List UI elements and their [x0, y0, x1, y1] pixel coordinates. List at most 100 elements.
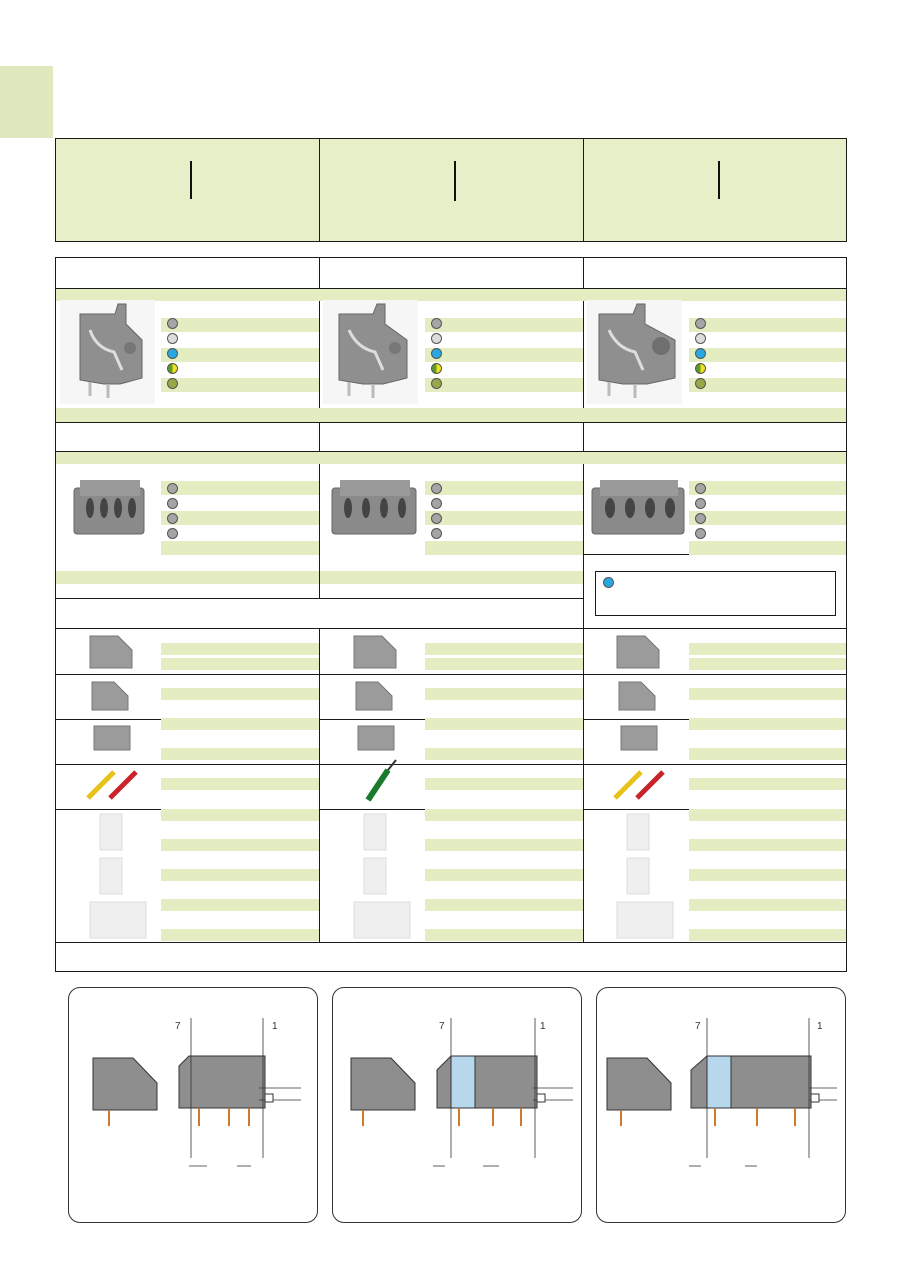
product-images	[60, 300, 685, 535]
column-divider	[319, 628, 320, 942]
value-row	[161, 809, 319, 821]
diagram-label-right: 1	[817, 1021, 823, 1032]
value-row	[425, 869, 583, 881]
value-row	[425, 929, 583, 941]
column-divider	[319, 258, 320, 598]
terminal-block-icon	[323, 300, 418, 404]
column-divider	[583, 628, 584, 942]
header-divider-mark	[454, 161, 456, 201]
lightgray-color-dot-icon	[167, 333, 178, 344]
value-row	[689, 643, 846, 655]
row-divider	[56, 764, 846, 765]
header-column-3	[584, 139, 846, 241]
terminal-block-icon	[60, 300, 155, 404]
gray-color-dot-icon	[167, 528, 178, 539]
product-table	[55, 257, 847, 972]
value-row	[689, 839, 846, 851]
gray-color-dot-icon	[431, 318, 442, 329]
color-note-box	[595, 571, 836, 616]
row-divider	[56, 288, 846, 289]
lightgray-color-dot-icon	[431, 333, 442, 344]
marker-strip-icon	[620, 725, 658, 751]
section-band	[56, 289, 846, 301]
dimension-drawing	[350, 1018, 573, 1167]
multi-pole-block-icon	[591, 480, 685, 535]
row-divider	[56, 674, 846, 675]
value-row	[161, 718, 319, 730]
value-row	[425, 718, 583, 730]
gray-color-dot-icon	[431, 483, 442, 494]
value-row	[689, 378, 846, 392]
value-row	[425, 688, 583, 700]
test-plug-icon	[86, 770, 116, 800]
gray-color-dot-icon	[695, 513, 706, 524]
diagram-label-right: 1	[272, 1021, 278, 1032]
gray-color-dot-icon	[167, 513, 178, 524]
gray-color-dot-icon	[431, 513, 442, 524]
comb-jumper-icon	[626, 857, 650, 895]
value-row	[161, 748, 319, 760]
value-row	[689, 688, 846, 700]
comb-jumper-icon	[363, 813, 387, 851]
gray-color-dot-icon	[431, 498, 442, 509]
row-divider	[56, 451, 846, 452]
value-row	[161, 869, 319, 881]
screwdriver-icon	[365, 768, 391, 802]
terminal-block-icon	[587, 300, 682, 404]
jumper-bar-icon	[355, 681, 393, 711]
row-divider	[56, 422, 846, 423]
value-row	[161, 658, 319, 670]
value-row	[689, 748, 846, 760]
header-column-1	[56, 139, 320, 241]
row-divider	[56, 598, 583, 599]
value-row	[425, 511, 583, 525]
blue-dot-icon	[603, 577, 614, 588]
multi-pole-block-icon	[331, 480, 417, 535]
jumper-bar-icon	[91, 681, 129, 711]
header-column-2	[320, 139, 584, 241]
diagram-label-right: 1	[540, 1021, 546, 1032]
yellowgreen-color-dot-icon	[695, 363, 706, 374]
yellowgreen-color-dot-icon	[167, 363, 178, 374]
value-row	[161, 318, 319, 332]
value-row	[425, 378, 583, 392]
olive-color-dot-icon	[695, 378, 706, 389]
value-row	[425, 643, 583, 655]
end-plate-icon	[616, 635, 660, 669]
value-row	[425, 658, 583, 670]
section-tab	[0, 66, 53, 138]
comb-jumper-icon	[353, 901, 411, 939]
gray-color-dot-icon	[695, 498, 706, 509]
value-row	[425, 541, 583, 555]
value-row	[689, 929, 846, 941]
olive-color-dot-icon	[431, 378, 442, 389]
gray-color-dot-icon	[167, 498, 178, 509]
value-row	[161, 778, 319, 790]
value-row	[161, 348, 319, 362]
header-divider-mark	[190, 161, 192, 199]
value-row	[161, 511, 319, 525]
value-row	[425, 899, 583, 911]
marker-strip-icon	[93, 725, 131, 751]
dimension-drawing	[92, 1018, 301, 1167]
diagram-label-left: 7	[695, 1021, 701, 1032]
gray-color-dot-icon	[431, 528, 442, 539]
gray-color-dot-icon	[695, 528, 706, 539]
value-row	[161, 481, 319, 495]
value-row	[689, 869, 846, 881]
value-row	[689, 348, 846, 362]
value-row	[689, 481, 846, 495]
value-row	[689, 511, 846, 525]
gray-color-dot-icon	[167, 318, 178, 329]
gray-color-dot-icon	[695, 483, 706, 494]
comb-jumper-icon	[99, 813, 123, 851]
value-row	[425, 809, 583, 821]
comb-jumper-icon	[626, 813, 650, 851]
comb-jumper-icon	[616, 901, 674, 939]
marker-strip-icon	[357, 725, 395, 751]
value-row	[425, 318, 583, 332]
value-row	[425, 778, 583, 790]
value-row	[161, 643, 319, 655]
diagram-label-left: 7	[439, 1021, 445, 1032]
value-row	[425, 481, 583, 495]
